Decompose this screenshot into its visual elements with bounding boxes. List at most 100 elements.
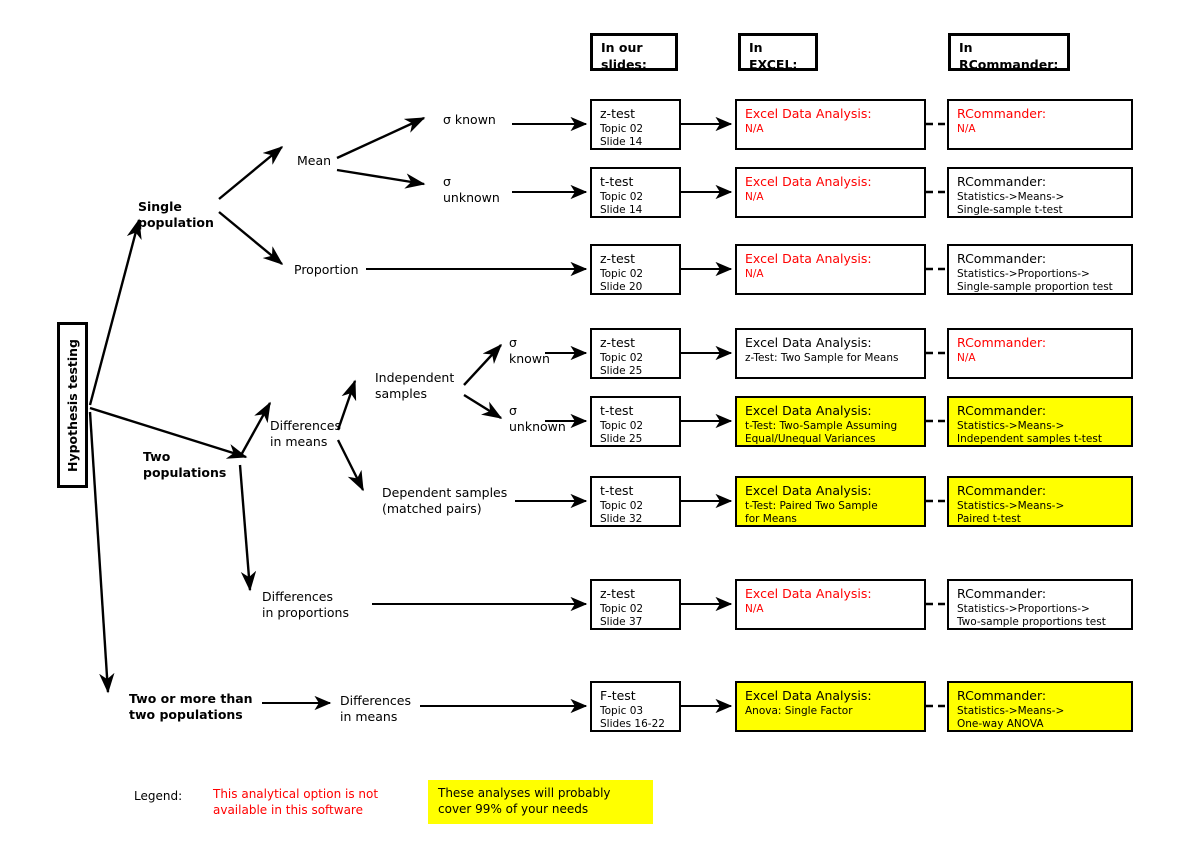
rcommander-title-1: RCommander: (957, 106, 1047, 121)
header-slides-line1: In our (601, 40, 643, 55)
branch-differences-in-means-bottom-line2: in means (340, 709, 398, 724)
slides-title-5: t-test (600, 403, 634, 418)
slides-sub2-8: Slides 16-22 (600, 718, 665, 731)
legend-unavailable-line1: This analytical option is not (213, 787, 379, 801)
slides-sub2-4: Slide 25 (600, 365, 643, 378)
rcommander-title-4: RCommander: (957, 335, 1047, 350)
slides-title-1: z-test (600, 106, 636, 121)
excel-title-2: Excel Data Analysis: (745, 174, 872, 189)
excel-sub1-7: N/A (745, 602, 764, 615)
slides-title-2: t-test (600, 174, 634, 189)
branch-sigma-unknown-mean: σ unknown (443, 174, 500, 206)
rcommander-title-7: RCommander: (957, 586, 1047, 601)
excel-box-row-6: Excel Data Analysis: t-Test: Paired Two … (735, 476, 926, 527)
root-node-hypothesis-testing: Hypothesis testing (57, 322, 88, 488)
slides-sub2-6: Slide 32 (600, 513, 643, 526)
slides-box-row-5: t-test Topic 02 Slide 25 (590, 396, 681, 447)
excel-box-row-8: Excel Data Analysis: Anova: Single Facto… (735, 681, 926, 732)
header-rcommander-line1: In (959, 40, 973, 55)
slides-box-row-3: z-test Topic 02 Slide 20 (590, 244, 681, 295)
slides-box-row-7: z-test Topic 02 Slide 37 (590, 579, 681, 630)
slides-sub2-1: Slide 14 (600, 136, 643, 149)
slides-sub1-2: Topic 02 (600, 190, 644, 203)
branch-mean-label: Mean (297, 153, 332, 168)
branch-differences-in-proportions-line1: Differences (262, 589, 333, 604)
branch-two-populations: Two populations (143, 449, 226, 481)
branch-sigma-unknown-mean-line1: σ (443, 174, 451, 189)
branch-independent-samples: Independent samples (375, 370, 454, 402)
rcommander-title-5: RCommander: (957, 403, 1047, 418)
slides-box-row-1: z-test Topic 02 Slide 14 (590, 99, 681, 150)
slides-sub1-7: Topic 02 (600, 602, 644, 615)
rcommander-sub1-5: Statistics->Means-> (957, 419, 1065, 432)
slides-sub2-3: Slide 20 (600, 281, 643, 294)
slides-sub2-2: Slide 14 (600, 204, 643, 217)
branch-differences-in-proportions-line2: in proportions (262, 605, 349, 620)
rcommander-title-6: RCommander: (957, 483, 1047, 498)
branch-proportion: Proportion (294, 262, 359, 278)
rcommander-sub2-2: Single-sample t-test (957, 204, 1063, 217)
excel-sub1-5: t-Test: Two-Sample Assuming (745, 419, 898, 432)
rcommander-box-row-4: RCommander: N/A (947, 328, 1133, 379)
rcommander-sub1-7: Statistics->Proportions-> (957, 602, 1090, 615)
branch-two-or-more-populations-line2: two populations (129, 707, 243, 722)
branch-sigma-known-mean-label: σ known (443, 112, 496, 127)
slides-title-7: z-test (600, 586, 636, 601)
branch-single-population-line1: Single (138, 199, 182, 214)
rcommander-sub2-8: One-way ANOVA (957, 718, 1044, 731)
slides-sub2-5: Slide 25 (600, 433, 643, 446)
branch-sigma-known-independent-line1: σ (509, 335, 517, 350)
slides-sub1-8: Topic 03 (600, 704, 644, 717)
branch-sigma-known-mean: σ known (443, 112, 496, 128)
branch-two-populations-line2: populations (143, 465, 227, 480)
header-box-slides: In our slides: (590, 33, 678, 72)
slides-box-row-6: t-test Topic 02 Slide 32 (590, 476, 681, 527)
excel-sub2-5: Equal/Unequal Variances (745, 433, 876, 446)
rcommander-sub2-5: Independent samples t-test (957, 433, 1102, 446)
branch-differences-in-means-bottom: Differences in means (340, 693, 411, 725)
slides-sub1-1: Topic 02 (600, 122, 644, 135)
branch-sigma-known-independent: σ known (509, 335, 550, 367)
branch-two-populations-line1: Two (143, 449, 171, 464)
rcommander-box-row-5: RCommander: Statistics->Means-> Independ… (947, 396, 1133, 447)
header-excel-line1: In (749, 40, 763, 55)
excel-title-6: Excel Data Analysis: (745, 483, 872, 498)
excel-title-4: Excel Data Analysis: (745, 335, 872, 350)
branch-dependent-samples-line2: (matched pairs) (382, 501, 482, 516)
branch-differences-in-means-bottom-line1: Differences (340, 693, 411, 708)
legend-highlight-line1: These analyses will probably (438, 786, 611, 800)
slides-sub1-6: Topic 02 (600, 499, 644, 512)
branch-sigma-unknown-independent-line1: σ (509, 403, 517, 418)
branch-mean: Mean (297, 153, 331, 169)
excel-title-8: Excel Data Analysis: (745, 688, 872, 703)
slides-title-3: z-test (600, 251, 636, 266)
excel-box-row-3: Excel Data Analysis: N/A (735, 244, 926, 295)
rcommander-title-3: RCommander: (957, 251, 1047, 266)
branch-dependent-samples: Dependent samples (matched pairs) (382, 485, 507, 517)
branch-single-population: Single population (138, 199, 214, 231)
rcommander-sub1-8: Statistics->Means-> (957, 704, 1065, 717)
header-slides-line2: slides: (601, 56, 647, 72)
branch-proportion-label: Proportion (294, 262, 359, 277)
rcommander-sub2-6: Paired t-test (957, 513, 1021, 526)
header-box-rcommander: In RCommander: (948, 33, 1070, 72)
excel-title-1: Excel Data Analysis: (745, 106, 872, 121)
excel-box-row-5: Excel Data Analysis: t-Test: Two-Sample … (735, 396, 926, 447)
excel-sub1-8: Anova: Single Factor (745, 704, 853, 717)
branch-sigma-unknown-independent-line2: unknown (509, 419, 566, 434)
root-node-label: Hypothesis testing (65, 338, 81, 472)
branch-dependent-samples-line1: Dependent samples (382, 485, 508, 500)
slides-box-row-2: t-test Topic 02 Slide 14 (590, 167, 681, 218)
branch-differences-in-means-line2: in means (270, 434, 328, 449)
legend-unavailable-text: This analytical option is not available … (213, 787, 378, 818)
rcommander-sub2-3: Single-sample proportion test (957, 281, 1113, 294)
excel-title-5: Excel Data Analysis: (745, 403, 872, 418)
rcommander-box-row-8: RCommander: Statistics->Means-> One-way … (947, 681, 1133, 732)
rcommander-sub1-3: Statistics->Proportions-> (957, 267, 1090, 280)
branch-independent-samples-line2: samples (375, 386, 427, 401)
branch-two-or-more-populations: Two or more than two populations (129, 691, 253, 723)
branch-differences-in-means: Differences in means (270, 418, 341, 450)
excel-sub1-3: N/A (745, 267, 764, 280)
excel-sub1-1: N/A (745, 122, 764, 135)
